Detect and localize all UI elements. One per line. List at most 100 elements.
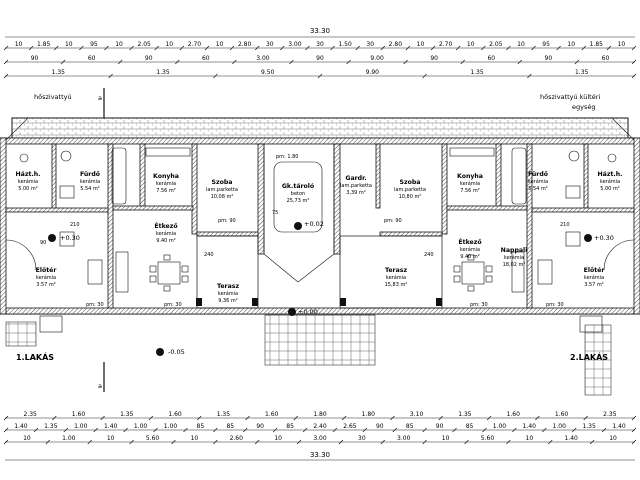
bottom-dim-3-tick <box>380 439 386 445</box>
room-area: 3.57 m² <box>584 282 604 288</box>
bottom-dim-3-tick <box>338 439 344 445</box>
room-name: Terasz <box>217 283 240 290</box>
bottom-dim-3-label: 10 <box>274 435 282 442</box>
top-dim-1-tick <box>254 45 260 51</box>
top-dim-2-tick <box>232 59 237 65</box>
top-dim-2-label: 90 <box>545 55 553 62</box>
room-area: 25,73 m² <box>287 198 310 204</box>
room-area: 7.56 m² <box>460 188 480 194</box>
bottom-dim-3-tick <box>464 439 469 445</box>
bottom-dim-2-tick <box>153 427 158 433</box>
room-floor: lam.parketta <box>394 187 426 193</box>
bottom-dim-2-label: 1.35 <box>44 423 58 430</box>
top-dim-1-label: 10 <box>517 41 525 48</box>
level-mark-entry: ±0.00 <box>298 308 318 316</box>
level-mark-outside: -0.05 <box>168 348 185 356</box>
bottom-dim-1-tick <box>100 415 105 421</box>
top-dim-1-label: 10 <box>417 41 425 48</box>
bottom-dim-1-tick <box>438 415 444 421</box>
top-dim-1-label: 2.05 <box>489 41 503 48</box>
room-floor: kerámia <box>218 290 238 297</box>
room-area: 3.57 m² <box>36 282 56 288</box>
bottom-dim-1-tick <box>245 415 250 421</box>
top-dim-1-tick <box>79 45 84 51</box>
top-dim-2-label: 60 <box>602 55 610 62</box>
top-dim-2-tick <box>403 59 408 65</box>
room-name: Konyha <box>457 173 483 180</box>
room-area: 10,08 m² <box>211 194 234 200</box>
bottom-dim-1-tick <box>390 415 395 421</box>
bottom-dim-1-label: 2.35 <box>603 411 617 418</box>
bottom-dim-2-tick <box>601 427 607 433</box>
room-name: Szoba <box>400 179 421 186</box>
bottom-dim-2-tick <box>571 427 577 433</box>
top-dim-1-tick <box>455 45 461 51</box>
opening-dim-240-right: 240 <box>424 252 434 258</box>
bottom-dim-1-label: 1.80 <box>313 411 327 418</box>
room-area: 5.54 m² <box>528 186 548 192</box>
opening-dim-210: 210 <box>70 222 80 228</box>
room-area: 3,39 m² <box>346 190 366 196</box>
bottom-dim-1-tick <box>3 415 9 421</box>
room-area: 9.40 m² <box>460 254 480 260</box>
room-area: 9.40 m² <box>156 238 176 244</box>
bottom-dim-2-label: 85 <box>197 423 205 430</box>
room-area: 10,80 m² <box>399 194 422 200</box>
opening-window-right-1: pm: 30 <box>470 302 488 308</box>
room-name: Nappali <box>501 247 528 254</box>
bottom-dim-1-label: 1.35 <box>120 411 134 418</box>
top-dim-3-tick <box>422 73 427 79</box>
room-floor: kerámia <box>18 178 38 185</box>
bottom-dim-2-label: 1.00 <box>164 423 178 430</box>
bottom-dim-2-tick <box>213 427 218 433</box>
bottom-dim-2-tick <box>631 427 637 433</box>
room-floor: kerámia <box>600 178 620 185</box>
bottom-dim-3-tick <box>213 439 218 445</box>
top-dim-1-tick <box>430 45 436 51</box>
bottom-dim-2-label: 1.00 <box>134 423 148 430</box>
room-name: Gardr. <box>345 175 366 182</box>
top-dim-1-label: 10 <box>115 41 123 48</box>
top-dim-1-label: 10 <box>467 41 475 48</box>
top-dim-1-tick <box>531 45 536 51</box>
top-dim-2-tick <box>289 59 294 65</box>
top-dim-1-label: 95 <box>90 41 98 48</box>
bottom-dim-2-tick <box>272 427 278 433</box>
bottom-dim-2-label: 2.40 <box>313 423 327 430</box>
bottom-dim-3-label: 5.60 <box>146 435 160 442</box>
room-floor: kerámia <box>504 254 524 261</box>
bottom-dim-3-tick <box>422 439 427 445</box>
top-dim-1-label: 3.00 <box>288 41 302 48</box>
top-dim-1-label: 10 <box>165 41 173 48</box>
bottom-dim-2-label: 1.00 <box>493 423 507 430</box>
building <box>0 88 640 396</box>
room-area: 5.00 m² <box>18 186 38 192</box>
top-dim-1-tick <box>53 45 59 51</box>
top-dim-2-label: 90 <box>316 55 324 62</box>
room-area: 5.54 m² <box>80 186 100 192</box>
bottom-dim-2-label: 90 <box>436 423 444 430</box>
bottom-dim-2-tick <box>93 427 98 433</box>
bottom-dim-1-label: 1.80 <box>362 411 376 418</box>
bottom-dim-3-label: 30 <box>358 435 366 442</box>
bottom-dim-2-tick <box>392 427 398 433</box>
bottom-dim-3-label: 10 <box>23 435 31 442</box>
top-dim-3-label: 1.35 <box>575 69 589 76</box>
room-area: 7.56 m² <box>156 188 176 194</box>
top-dim-3-tick <box>317 73 323 79</box>
bottom-dim-2-tick <box>332 427 338 433</box>
room-floor: kerámia <box>36 274 56 281</box>
room-floor: lam.parketta <box>206 187 238 193</box>
bottom-dim-3-tick <box>296 439 302 445</box>
top-dim-2-label: 60 <box>202 55 210 62</box>
room-name: Étkező <box>458 237 481 246</box>
bottom-dim-2-tick <box>123 427 128 433</box>
